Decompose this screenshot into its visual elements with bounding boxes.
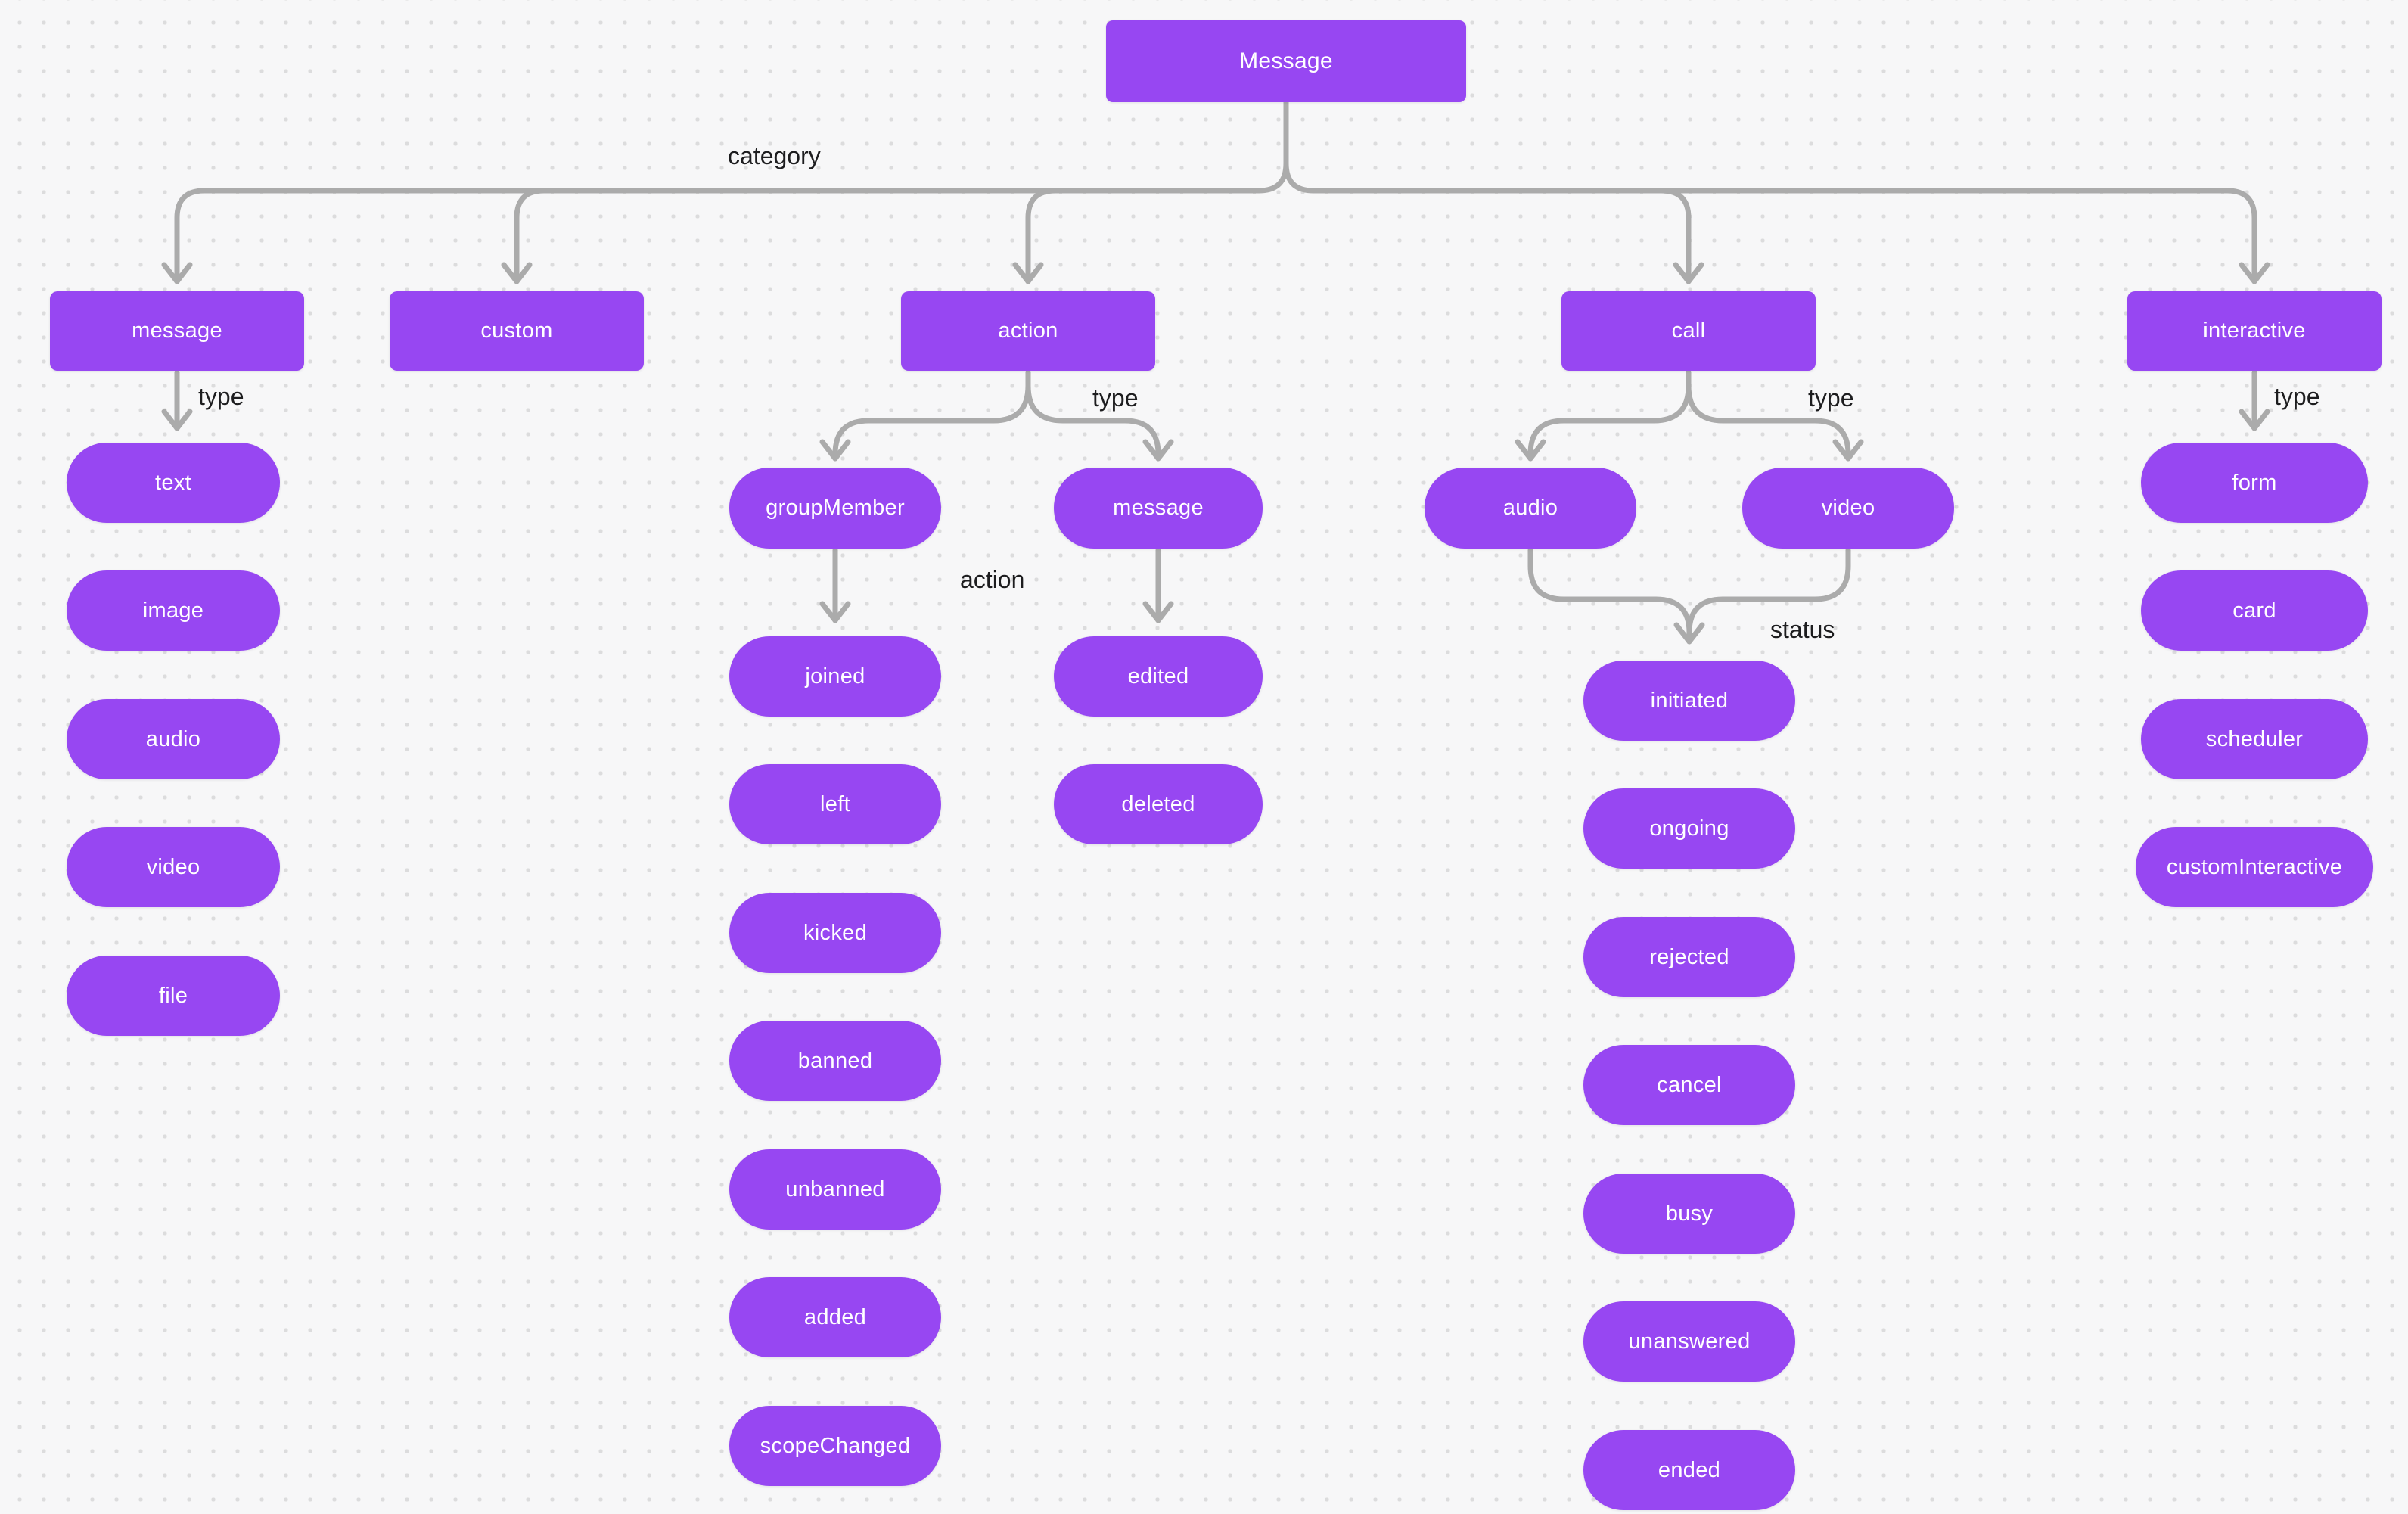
node-action-type-message[interactable]: message	[1054, 468, 1263, 549]
node-action-type-groupmember[interactable]: groupMember	[729, 468, 941, 549]
node-groupmember-action-banned[interactable]: banned	[729, 1021, 941, 1101]
node-call-status-rejected[interactable]: rejected	[1583, 917, 1795, 997]
node-message-type-audio[interactable]: audio	[67, 699, 280, 779]
node-category-custom[interactable]: custom	[390, 291, 644, 371]
node-interactive-type-card[interactable]: card	[2141, 570, 2368, 651]
node-groupmember-action-added[interactable]: added	[729, 1277, 941, 1357]
node-call-status-busy[interactable]: busy	[1583, 1174, 1795, 1254]
edge-root-to-interactive	[1283, 160, 2270, 284]
edge-root-to-message	[161, 160, 1289, 284]
edge-label-groupmember-action[interactable]: action	[960, 566, 1025, 593]
edge-audio-to-initiated	[1527, 547, 1705, 645]
node-call-type-video[interactable]: video	[1742, 468, 1954, 549]
node-call-type-audio[interactable]: audio	[1425, 468, 1636, 549]
node-category-message[interactable]: message	[50, 291, 304, 371]
node-groupmember-action-joined[interactable]: joined	[729, 636, 941, 717]
node-call-status-initiated[interactable]: initiated	[1583, 661, 1795, 741]
node-interactive-type-scheduler[interactable]: scheduler	[2141, 699, 2368, 779]
edge-root-to-call	[1658, 188, 1704, 284]
node-call-status-ended[interactable]: ended	[1583, 1430, 1795, 1510]
node-groupmember-action-left[interactable]: left	[729, 764, 941, 844]
node-call-status-unanswered[interactable]: unanswered	[1583, 1301, 1795, 1382]
node-message-type-file[interactable]: file	[67, 956, 280, 1036]
node-category-interactive[interactable]: interactive	[2127, 291, 2382, 371]
node-interactive-type-form[interactable]: form	[2141, 443, 2368, 523]
edge-label-category[interactable]: category	[728, 142, 821, 169]
edge-root-to-custom	[501, 188, 547, 284]
node-groupmember-action-unbanned[interactable]: unbanned	[729, 1149, 941, 1230]
node-messageaction-edited[interactable]: edited	[1054, 636, 1263, 717]
node-category-action[interactable]: action	[901, 291, 1155, 371]
edge-video-to-initiated	[1686, 547, 1851, 636]
edge-label-message-type[interactable]: type	[198, 383, 244, 410]
node-category-call[interactable]: call	[1561, 291, 1816, 371]
node-message-type-text[interactable]: text	[67, 443, 280, 523]
edge-label-interactive-type[interactable]: type	[2274, 383, 2320, 410]
node-call-status-cancel[interactable]: cancel	[1583, 1045, 1795, 1125]
edge-label-call-type[interactable]: type	[1808, 384, 1854, 412]
edge-root-to-action	[1012, 188, 1058, 284]
edge-action-to-groupmember	[819, 369, 1031, 462]
node-root-message[interactable]: Message	[1106, 20, 1466, 102]
edge-call-to-video	[1686, 369, 1864, 462]
edge-action-to-message	[1025, 369, 1174, 462]
node-call-status-ongoing[interactable]: ongoing	[1583, 788, 1795, 869]
node-messageaction-deleted[interactable]: deleted	[1054, 764, 1263, 844]
edge-label-call-status[interactable]: status	[1770, 616, 1835, 643]
node-interactive-type-custominteractive[interactable]: customInteractive	[2136, 827, 2373, 907]
node-groupmember-action-scopechanged[interactable]: scopeChanged	[729, 1406, 941, 1486]
node-groupmember-action-kicked[interactable]: kicked	[729, 893, 941, 973]
edge-call-to-audio	[1515, 369, 1692, 462]
node-message-type-video[interactable]: video	[67, 827, 280, 907]
edge-label-action-type[interactable]: type	[1092, 384, 1139, 412]
node-message-type-image[interactable]: image	[67, 570, 280, 651]
